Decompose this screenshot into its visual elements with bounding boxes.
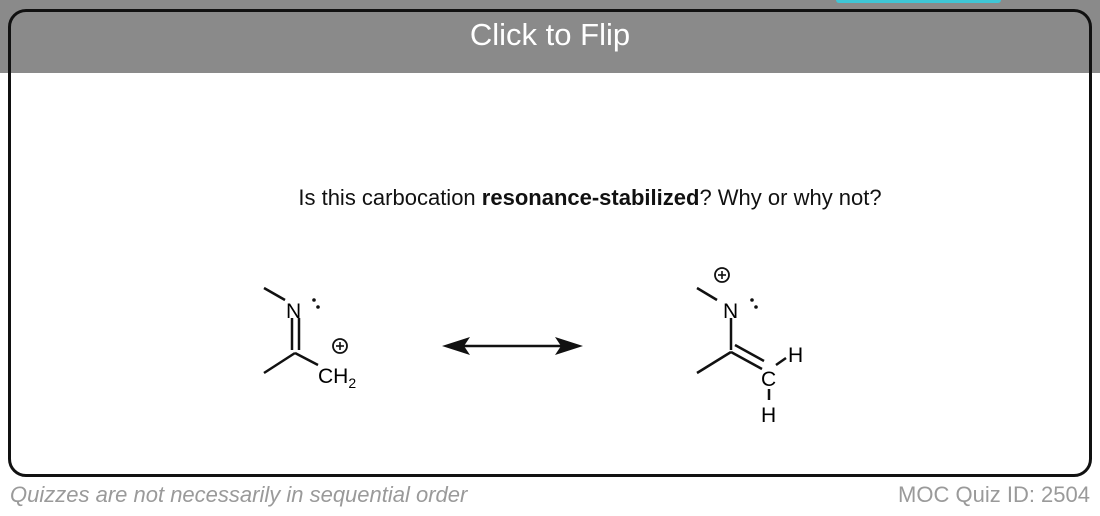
- carbon-label: C: [761, 368, 776, 391]
- click-to-flip-button[interactable]: Click to Flip: [469, 17, 631, 52]
- question-bold: resonance-stabilized: [481, 185, 700, 210]
- question-text: Is this carbocation resonance-stabilized…: [0, 185, 1100, 211]
- positive-charge-icon: [332, 338, 348, 354]
- hydrogen-label: H: [788, 344, 803, 367]
- lone-pair-dot: [312, 298, 316, 302]
- lone-pair-dot: [750, 298, 754, 302]
- positive-charge-icon: [714, 267, 730, 283]
- sequence-note: Quizzes are not necessarily in sequentia…: [10, 482, 468, 507]
- question-suffix: ? Why or why not?: [699, 185, 882, 210]
- question-prefix: Is this carbocation: [298, 185, 482, 210]
- quiz-id: MOC Quiz ID: 2504: [898, 482, 1090, 507]
- right-structure: [696, 267, 787, 400]
- flip-header-bar[interactable]: [0, 0, 1100, 73]
- lone-pair-dot: [316, 305, 320, 309]
- hydrogen-label: H: [761, 404, 776, 427]
- left-nitrogen-label: N: [286, 300, 301, 323]
- lone-pair-dot: [754, 305, 758, 309]
- left-structure: [263, 286, 348, 375]
- right-nitrogen-label: N: [723, 300, 738, 323]
- top-accent-tab: [836, 0, 1001, 3]
- resonance-arrow-icon: [442, 337, 583, 355]
- flashcard[interactable]: [8, 9, 1092, 477]
- ch2-label: CH2: [318, 365, 356, 391]
